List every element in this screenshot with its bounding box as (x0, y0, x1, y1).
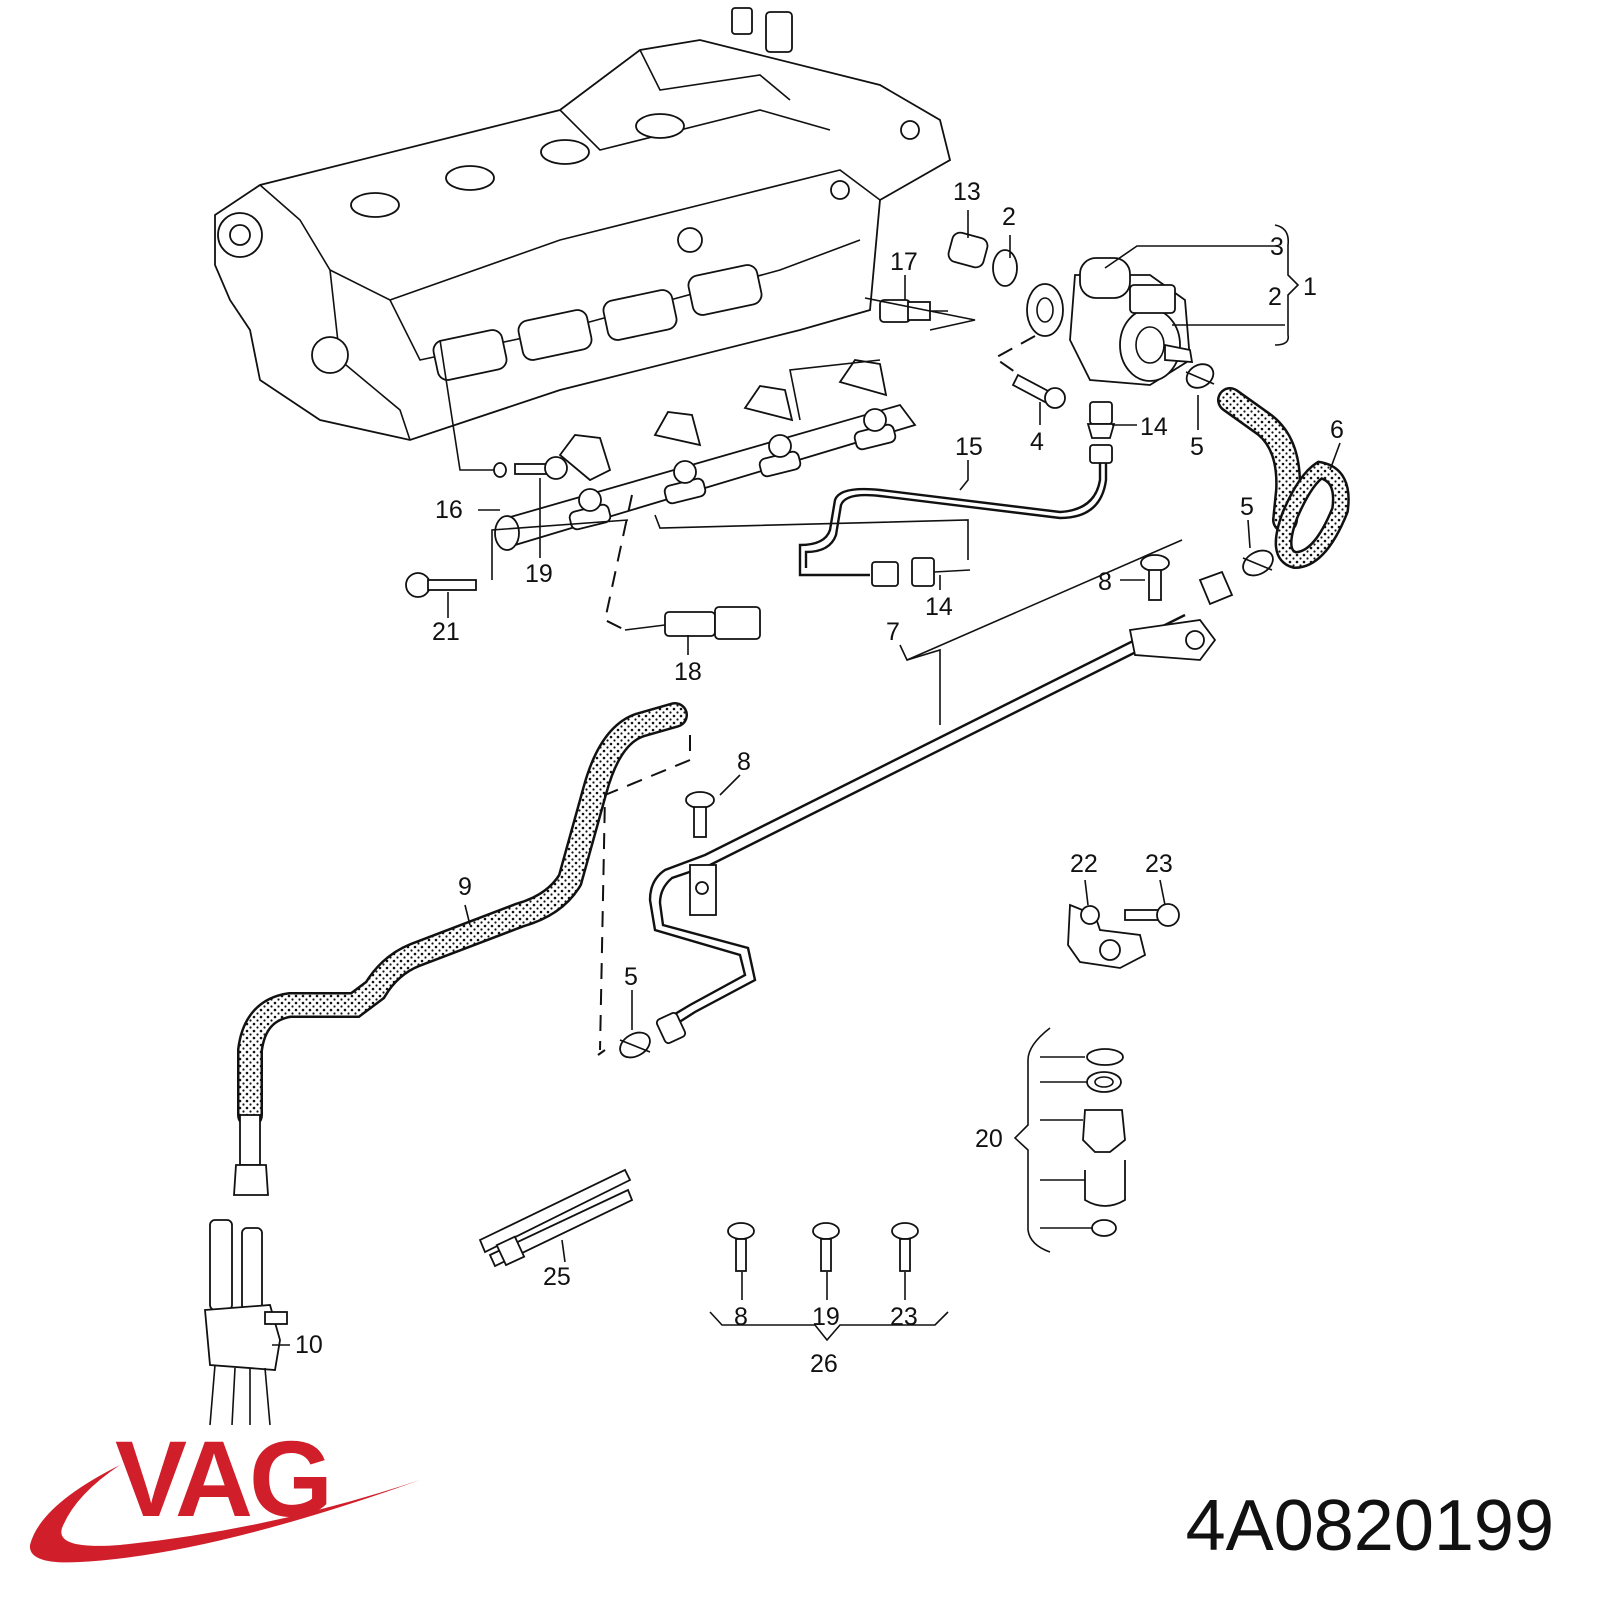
callout-13: 13 (953, 178, 981, 206)
bolt-4 (1011, 373, 1066, 409)
callout-26: 26 (810, 1350, 838, 1378)
callout-3: 3 (1270, 233, 1284, 261)
callout-23: 23 (890, 1303, 918, 1331)
callout-22: 22 (1070, 850, 1098, 878)
hose-clamp-5-low (619, 1031, 651, 1059)
bolt-set-26 (727, 1222, 919, 1272)
high-pressure-line-15 (798, 444, 1113, 587)
callout-18: 18 (674, 658, 702, 686)
callout-8: 8 (737, 748, 751, 776)
leader-lines (272, 210, 1341, 1346)
repair-kit-20 (1082, 1048, 1126, 1237)
fuel-rail (439, 339, 917, 551)
high-pressure-pump (1026, 257, 1194, 386)
callout-16: 16 (435, 496, 463, 524)
hose-6 (1217, 387, 1350, 570)
callout-4: 4 (1030, 428, 1044, 456)
seal-ring-2 (992, 249, 1018, 287)
callout-7: 7 (886, 618, 900, 646)
callout-20: 20 (975, 1125, 1003, 1153)
brand-logo-text: VAG (115, 1418, 333, 1539)
cylinder-head (214, 7, 952, 441)
bracket-22 (1067, 903, 1147, 969)
callout-15: 15 (955, 433, 983, 461)
callout-8: 8 (734, 1303, 748, 1331)
callout-5: 5 (1240, 493, 1254, 521)
bolt-8-mid (685, 791, 715, 838)
connector-10 (204, 1219, 288, 1426)
assembly-lines (597, 335, 1036, 1056)
callout-14: 14 (1140, 413, 1168, 441)
brand-logo-swoosh (29, 1465, 420, 1563)
callout-19: 19 (812, 1303, 840, 1331)
callout-1: 1 (1303, 273, 1317, 301)
callout-14: 14 (925, 593, 953, 621)
callout-19: 19 (525, 560, 553, 588)
hose-clamp-5-top (1185, 363, 1215, 389)
callout-9: 9 (458, 873, 472, 901)
brand-logo: VAG (115, 1425, 333, 1533)
callout-5: 5 (624, 963, 638, 991)
part-number: 4A0820199 (1185, 1486, 1554, 1566)
callout-10: 10 (295, 1331, 323, 1359)
bolt-23-top (1124, 903, 1180, 927)
cup-13 (947, 231, 989, 269)
callout-6: 6 (1330, 416, 1344, 444)
union-nut-14-top (1086, 401, 1116, 439)
callout-25: 25 (543, 1263, 571, 1291)
cable-ties-25 (478, 1168, 634, 1268)
callout-23: 23 (1145, 850, 1173, 878)
callout-21: 21 (432, 618, 460, 646)
callout-17: 17 (890, 248, 918, 276)
fuel-line-7 (648, 570, 1234, 1045)
hose-9 (233, 702, 688, 1196)
callout-5: 5 (1190, 433, 1204, 461)
bolt-8-top (1140, 554, 1170, 601)
bolt-19 (493, 456, 568, 480)
callout-labels: 1 3 2 13 2 17 4 14 5 6 15 16 5 19 8 14 2… (295, 178, 1344, 1378)
bolt-21 (405, 572, 477, 598)
callout-2: 2 (1268, 283, 1282, 311)
callout-8: 8 (1098, 568, 1112, 596)
hose-clamp-5-mid (1242, 549, 1274, 577)
sender-18 (624, 606, 761, 640)
callout-2: 2 (1002, 203, 1016, 231)
sender-17 (879, 299, 948, 323)
